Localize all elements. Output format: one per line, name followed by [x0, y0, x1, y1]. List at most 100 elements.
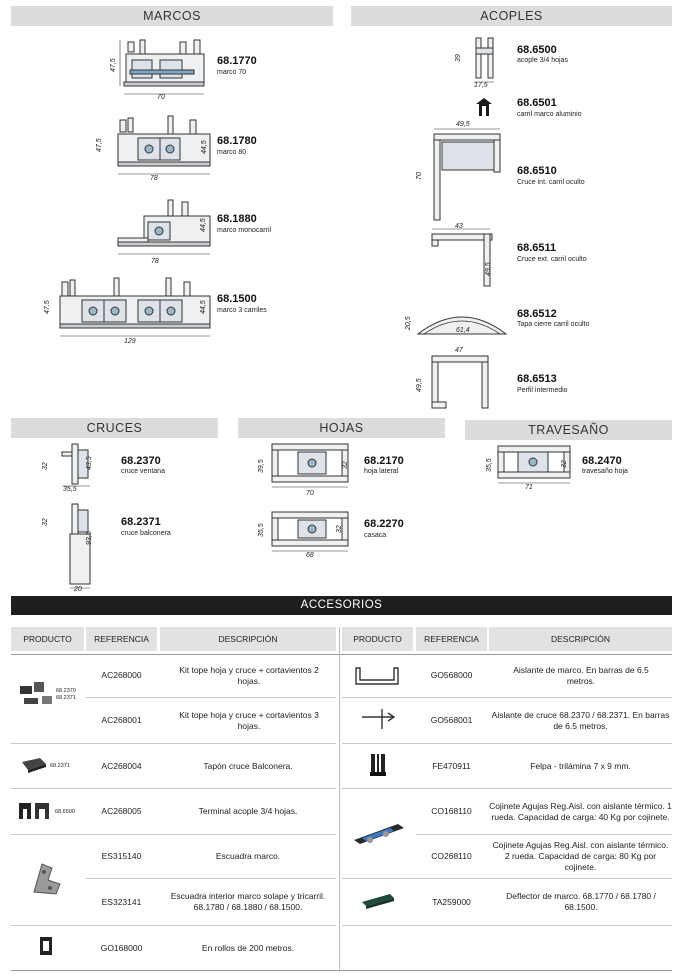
row-divider — [342, 743, 672, 744]
section-hojas-header: HOJAS — [238, 418, 445, 438]
desc-68-6513: Perfil intermedio — [517, 387, 568, 394]
desc-go568000: Aislante de marco. En barras de 6.5 metr… — [513, 664, 649, 686]
code-68-1770: 68.1770 — [217, 55, 257, 67]
dim-68-2470-width: 71 — [525, 484, 533, 491]
dim-68-6511-height: 49,5 — [485, 262, 492, 276]
ref-ac268005: AC268005 — [101, 806, 142, 816]
dim-68-1780-width: 78 — [150, 175, 158, 182]
profile-68-1770-drawing — [119, 39, 205, 95]
dim-68-2270-height2: 32 — [336, 525, 343, 533]
code-68-6501: 68.6501 — [517, 97, 557, 109]
desc-68-1880: marco monocarril — [217, 227, 272, 234]
row-divider — [342, 697, 672, 698]
dim-68-2470-height: 35,5 — [486, 458, 493, 472]
terminal-acople-thumbnail-label: 68.6500 — [55, 809, 75, 815]
row-divider — [416, 834, 672, 835]
dim-68-6500-width: 17,5 — [474, 82, 488, 89]
dim-68-1500-height: 47,5 — [44, 300, 51, 314]
desc-68-1770: marco 70 — [217, 69, 247, 76]
col-header-referencia-left: REFERENCIA — [86, 627, 157, 651]
desc-co268110: Cojinete Agujas Reg.Aisl. con aislante t… — [492, 840, 669, 872]
tapon-thumbnail — [22, 758, 46, 773]
desc-go168000: En rollos de 200 metros. — [201, 942, 295, 953]
col-header-descripcion-right: DESCRIPCIÓN — [489, 627, 672, 651]
dim-68-1770-width: 70 — [157, 94, 165, 101]
profile-68-2170-drawing — [271, 443, 349, 488]
ref-go568001: GO568001 — [430, 715, 473, 725]
col-header-referencia-right: REFERENCIA — [416, 627, 487, 651]
dim-68-1500-height2: 44,5 — [200, 300, 207, 314]
code-68-2370: 68.2370 — [121, 455, 161, 467]
code-68-6511: 68.6511 — [517, 242, 557, 254]
desc-68-2470: travesaño hoja — [582, 468, 628, 475]
code-68-2270: 68.2270 — [364, 518, 404, 530]
accesorios-header: ACCESORIOS — [11, 596, 672, 615]
desc-68-6512: Tapa cierre carril oculto — [517, 321, 590, 328]
profile-68-1780-drawing — [117, 115, 211, 175]
ref-ta259000: TA259000 — [432, 896, 471, 907]
profile-68-1500-drawing — [59, 277, 211, 337]
row-divider — [342, 788, 672, 789]
code-68-1780: 68.1780 — [217, 135, 257, 147]
code-68-6510: 68.6510 — [517, 165, 557, 177]
dim-68-1770-height: 47,5 — [110, 58, 117, 72]
dim-68-6500-height: 39 — [455, 54, 462, 62]
ref-co268110: CO268110 — [431, 851, 472, 861]
profile-68-6512-drawing — [416, 316, 508, 335]
desc-68-1780: marco 80 — [217, 149, 247, 156]
dim-68-1500-width: 129 — [124, 338, 136, 345]
desc-ac268000: Kit tope hoja y cruce + cortavientos 2 h… — [179, 664, 319, 686]
row-divider — [11, 743, 336, 744]
dim-68-2370-height: 32 — [42, 462, 49, 470]
deflector-thumbnail — [362, 894, 394, 909]
gasket-roll-thumbnail — [40, 937, 52, 955]
code-68-2170: 68.2170 — [364, 455, 404, 467]
desc-es315140: Escuadra marco. — [215, 851, 281, 861]
ref-ac268001: AC268001 — [101, 715, 142, 725]
dim-68-2371-height2: 93,5 — [86, 531, 93, 545]
dim-68-2470-height2: 32 — [561, 460, 568, 468]
table-bottom — [11, 970, 672, 971]
code-68-6513: 68.6513 — [517, 373, 557, 385]
ref-es315140: ES315140 — [101, 851, 142, 861]
code-68-2470: 68.2470 — [582, 455, 622, 467]
aislante-cruce-thumbnail — [362, 709, 396, 729]
kit-tope-thumbnail-label: 68.2370 68.2371 — [56, 688, 76, 701]
dim-68-1780-height2: 44,5 — [201, 140, 208, 154]
dim-68-6513-height: 49,5 — [416, 378, 423, 392]
desc-68-6501: carril marco aluminio — [517, 111, 582, 118]
section-marcos-header: MARCOS — [11, 6, 333, 26]
desc-68-6510: Cruce int. carril oculto — [517, 179, 585, 186]
dim-68-1880-width: 78 — [151, 258, 159, 265]
ref-co168110: CO168110 — [431, 806, 472, 816]
dim-68-2370-width: 35,5 — [63, 486, 77, 493]
tapon-thumbnail-label: 68.2371 — [50, 763, 70, 769]
desc-68-2371: cruce balconera — [121, 530, 171, 537]
dim-68-6511-width: 43 — [455, 223, 463, 230]
section-travesano-header: TRAVESAÑO — [465, 420, 672, 440]
code-68-2371: 68.2371 — [121, 516, 161, 528]
desc-go568001: Aislante de cruce 68.2370 / 68.2371. En … — [491, 709, 670, 731]
ref-go168000: GO168000 — [100, 942, 143, 953]
ref-fe470911: FE470911 — [432, 760, 471, 771]
dim-68-2170-height2: 32 — [342, 461, 349, 469]
desc-ta259000: Deflector de marco. 68.1770 / 68.1780 / … — [506, 891, 656, 912]
row-divider — [11, 788, 336, 789]
aislante-marco-thumbnail — [355, 667, 399, 685]
dim-68-6510-width: 49,5 — [456, 121, 470, 128]
code-68-6512: 68.6512 — [517, 308, 557, 320]
dim-68-2371-height: 32 — [42, 518, 49, 526]
profile-68-2470-drawing — [497, 445, 571, 484]
profile-68-2370-drawing — [61, 443, 90, 487]
row-divider — [342, 925, 672, 926]
profile-68-6500-drawing — [474, 37, 494, 83]
code-68-1500: 68.1500 — [217, 293, 257, 305]
dim-68-2270-height: 35,5 — [258, 523, 265, 537]
desc-68-2270: casaca — [364, 532, 387, 539]
desc-68-6511: Cruce ext. carril oculto — [517, 256, 587, 263]
dim-68-6513-width: 47 — [455, 347, 463, 354]
row-divider — [86, 697, 336, 698]
row-divider — [86, 878, 336, 879]
section-cruces-header: CRUCES — [11, 418, 218, 438]
dim-68-6512-width: 61,4 — [456, 327, 470, 334]
